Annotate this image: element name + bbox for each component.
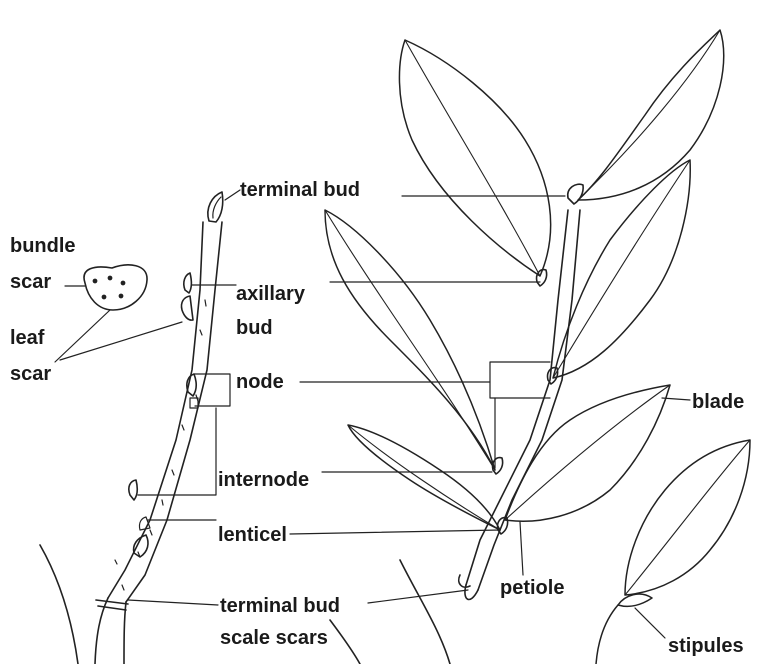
leaves bbox=[325, 30, 750, 664]
winter-twig bbox=[40, 192, 223, 664]
label-petiole: petiole bbox=[500, 576, 564, 600]
label-axillary-bud: bud bbox=[236, 316, 273, 340]
label-leaf-scar: scar bbox=[10, 362, 51, 386]
label-terminal-bud: terminal bud bbox=[240, 178, 360, 202]
label-stipules: stipules bbox=[668, 634, 744, 658]
bundle-scar-detail bbox=[84, 265, 147, 310]
label-axillary: axillary bbox=[236, 282, 305, 306]
label-bundle-scar: scar bbox=[10, 270, 51, 294]
label-bundle: bundle bbox=[10, 234, 76, 258]
label-internode: internode bbox=[218, 468, 309, 492]
label-terminal-bud-scale-scars-line1: terminal bud bbox=[220, 594, 340, 618]
label-leaf: leaf bbox=[10, 326, 44, 350]
label-node: node bbox=[236, 370, 284, 394]
leader-lines bbox=[55, 190, 690, 638]
label-terminal-bud-scale-scars-line2: scale scars bbox=[220, 626, 328, 650]
label-lenticel: lenticel bbox=[218, 523, 287, 547]
label-blade: blade bbox=[692, 390, 744, 414]
